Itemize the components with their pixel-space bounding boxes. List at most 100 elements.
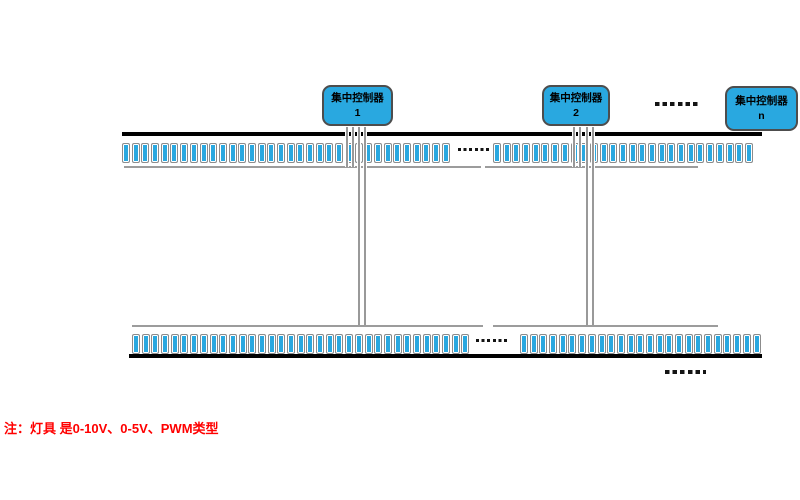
light-fixture [354,334,363,354]
light-fixture [286,143,295,163]
light-fixture [742,334,751,354]
light-fixture [715,143,724,163]
light-fixture [531,143,540,163]
light-fixture [190,334,199,354]
light-fixture [529,334,538,354]
light-fixture [199,143,208,163]
light-fixture [655,334,664,354]
light-fixture [541,143,550,163]
light-fixture [257,143,266,163]
light-fixture [287,334,295,354]
light-fixture [723,334,732,354]
controller-number: 2 [573,106,579,119]
light-fixture [628,143,637,163]
light-fixture [393,334,402,354]
light-fixture [422,334,431,354]
light-fixture [432,143,440,163]
light-fixture [218,143,227,163]
light-fixture [335,334,344,354]
light-fixture [335,143,344,163]
light-fixture [316,334,325,354]
light-strip-top-1 [122,143,450,163]
light-fixture [512,143,521,163]
light-fixture [551,143,560,163]
light-fixture [141,334,150,354]
light-fixture [325,334,334,354]
light-fixture [170,334,179,354]
light-fixture [667,143,676,163]
light-fixture [209,334,218,354]
light-strip-bottom-1 [132,334,470,354]
light-fixture [132,334,140,354]
drop-wire-controller1 [345,127,349,167]
light-fixture [180,334,189,354]
light-fixture [607,334,616,354]
light-fixture [277,143,285,163]
light-fixture [713,334,722,354]
light-fixture [694,334,703,354]
light-strip-bottom-2 [520,334,761,354]
controller-number: n [758,109,765,122]
light-fixture [587,334,596,354]
light-fixture [402,143,411,163]
light-fixture [645,334,654,354]
light-fixture [609,143,618,163]
ellipsis-icon [655,102,699,106]
light-fixture [441,143,450,163]
light-fixture [228,143,237,163]
light-fixture [539,334,548,354]
light-fixture [422,143,431,163]
light-fixture [686,143,695,163]
top-bus-wire [124,166,481,168]
light-fixture [461,334,470,354]
light-fixture [199,334,208,354]
controller-number: 1 [354,106,361,119]
controller-label: 集中控制器 [331,92,384,105]
light-fixture [403,334,412,354]
top-power-line [122,132,762,136]
light-fixture [267,143,276,163]
light-fixture [493,143,501,163]
light-fixture [412,143,421,163]
light-fixture [315,143,324,163]
light-fixture [522,143,531,163]
light-fixture [373,143,382,163]
light-fixture [306,143,315,163]
light-fixture [665,334,674,354]
drop-wire-controller1 [351,127,355,167]
light-fixture [306,334,315,354]
light-fixture [733,334,742,354]
light-fixture [296,143,305,163]
light-fixture [451,334,460,354]
light-fixture [725,143,734,163]
controller-label: 集中控制器 [735,95,788,108]
light-fixture [558,334,567,354]
light-fixture [677,143,686,163]
light-fixture [657,143,666,163]
light-fixture [442,334,450,354]
drop-wire-controller2 [578,127,582,167]
light-fixture [277,334,286,354]
light-fixture [374,334,383,354]
light-fixture [432,334,441,354]
light-fixture [502,143,511,163]
light-fixture [267,334,276,354]
bottom-bus-wire [132,325,483,327]
light-fixture [161,334,170,354]
controller-label: 集中控制器 [549,92,603,105]
light-fixture [296,334,305,354]
drop-wire-controller1 [357,127,361,325]
light-strip-top-2 [493,143,753,163]
light-fixture [180,143,189,163]
light-fixture [618,143,627,163]
light-fixture [248,334,257,354]
light-fixture [345,334,354,354]
light-fixture [675,334,683,354]
light-fixture [247,143,256,163]
light-fixture [160,143,169,163]
light-fixture [189,143,198,163]
light-fixture [131,143,140,163]
light-fixture [364,334,373,354]
light-fixture [383,143,392,163]
